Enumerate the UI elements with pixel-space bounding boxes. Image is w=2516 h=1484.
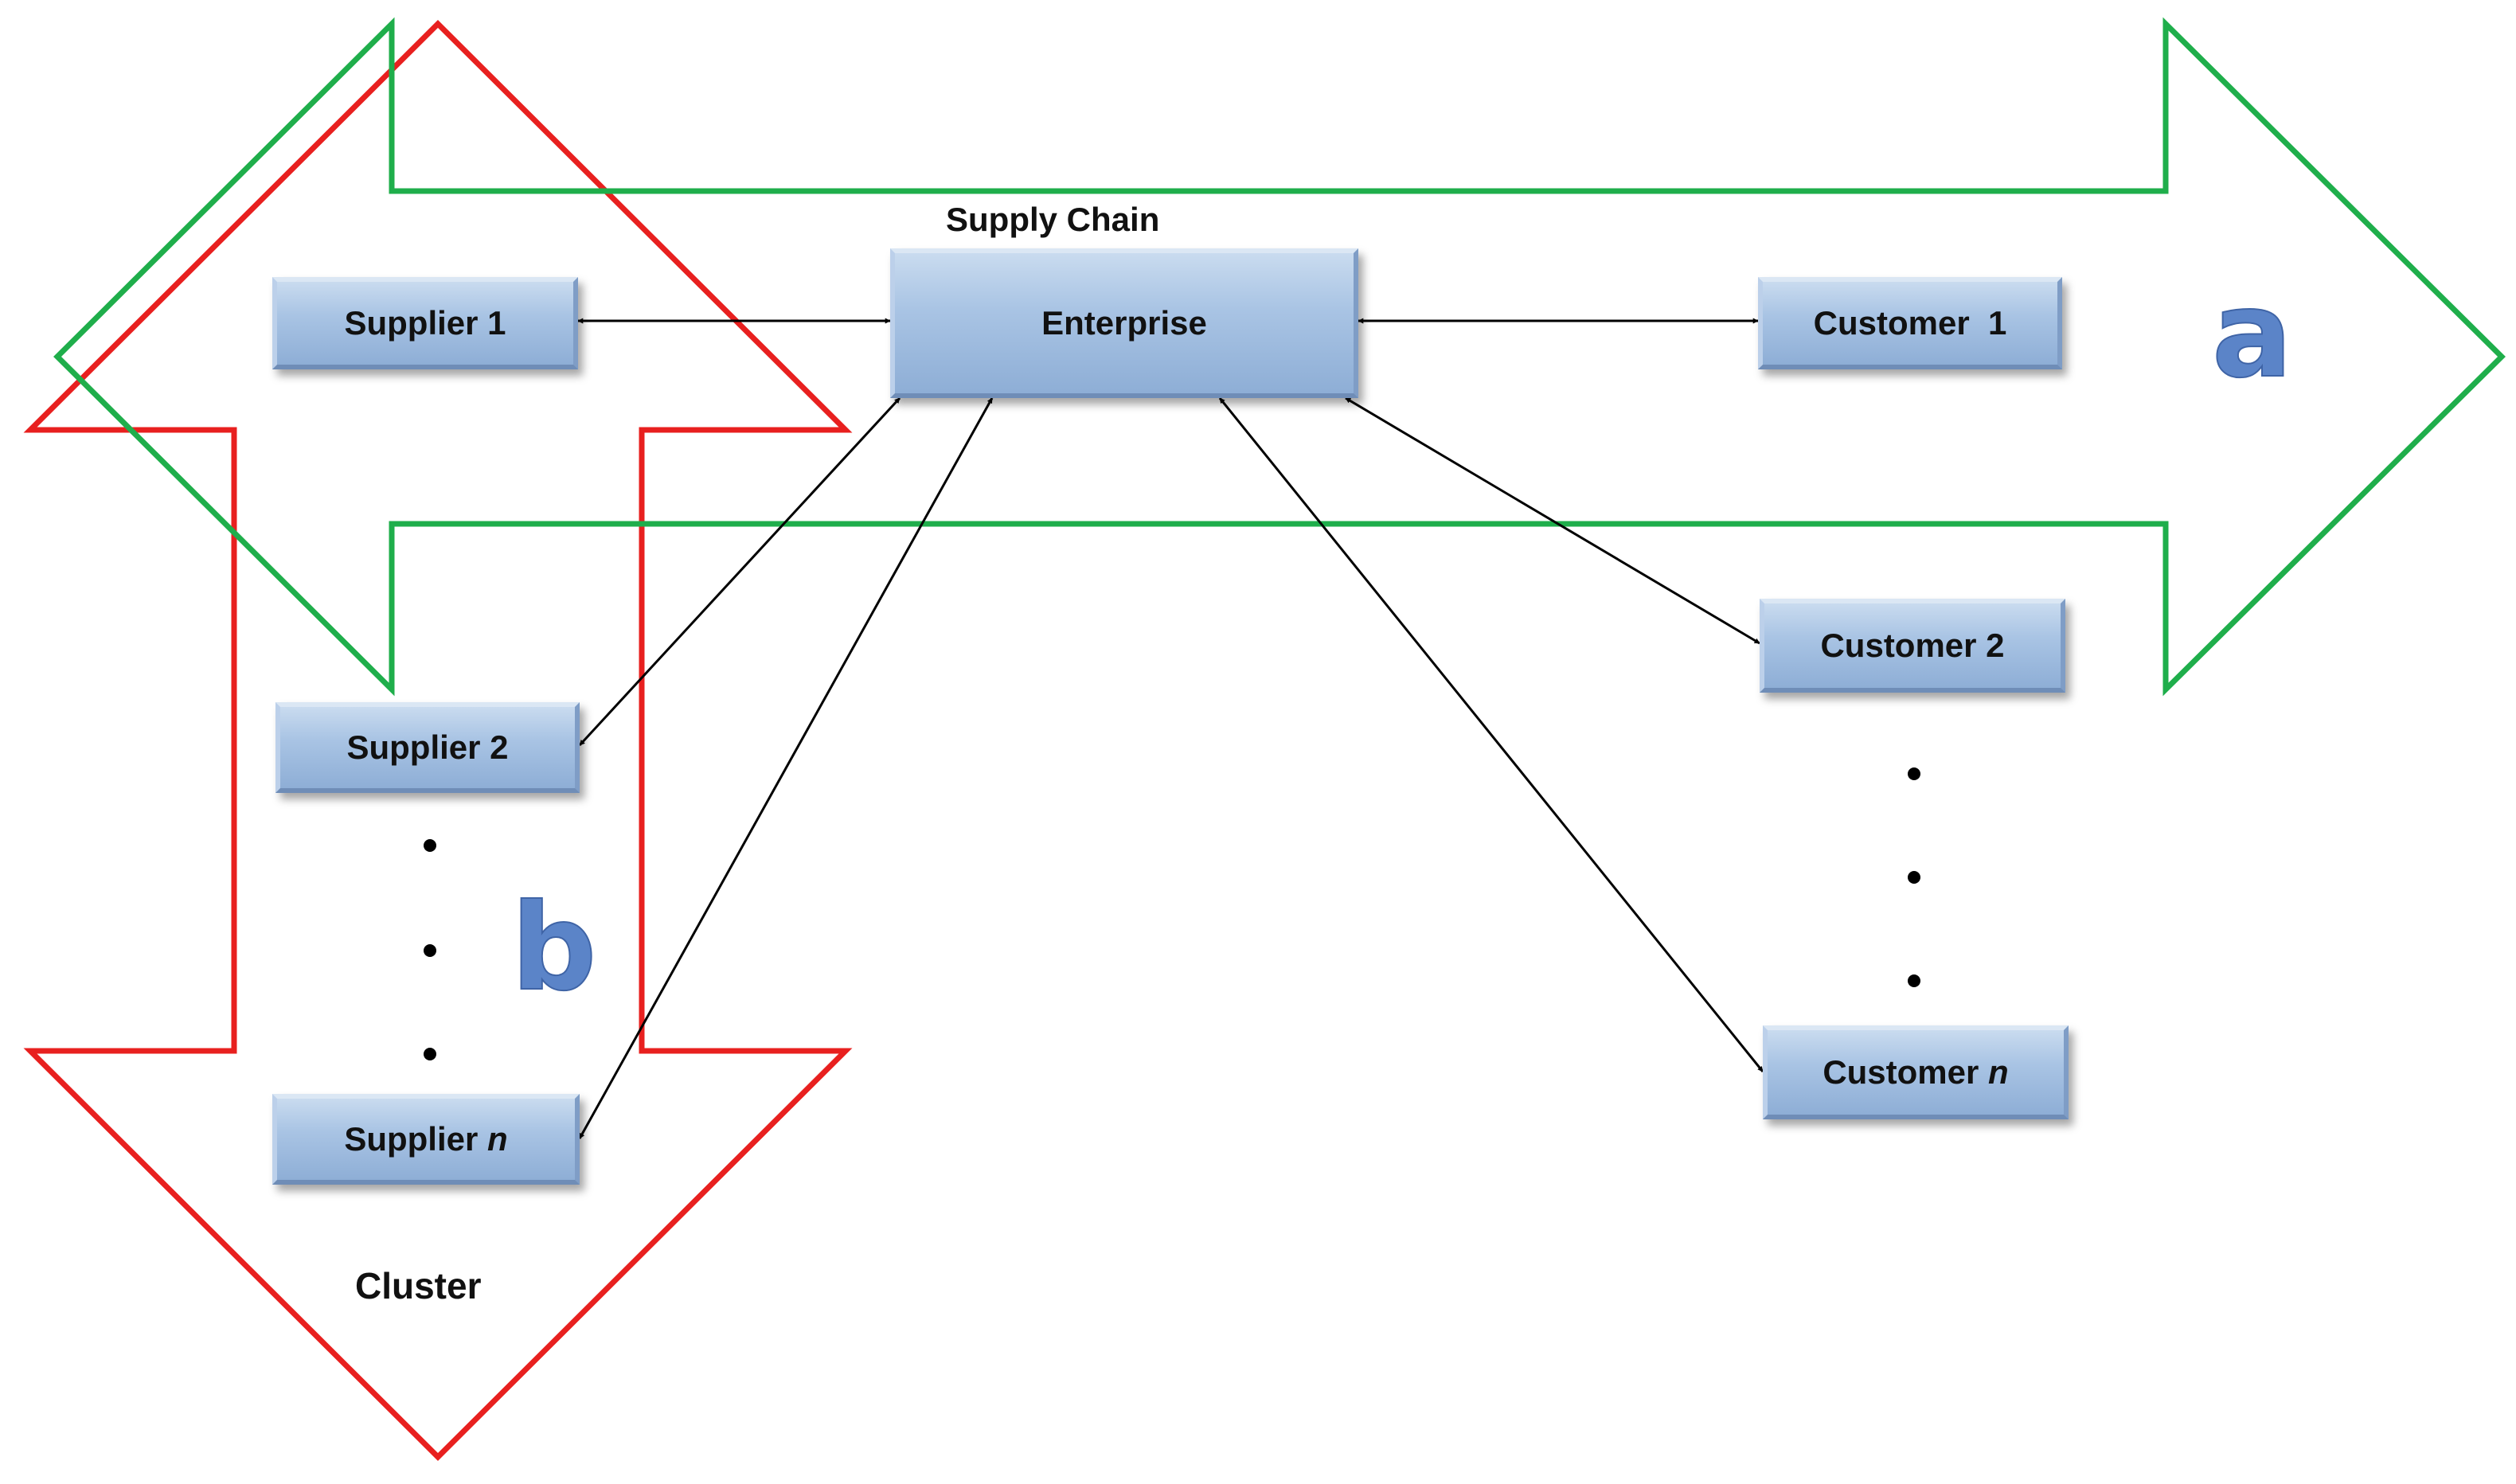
- supply-chain-double-arrow: [53, 17, 2506, 697]
- supplier-ellipsis-dot: [424, 1048, 436, 1060]
- marker-a: a: [2211, 266, 2293, 404]
- customer-ellipsis-dot: [1908, 974, 1920, 987]
- customer-2-node: Customer 2: [1760, 599, 2065, 693]
- customer-n-label: Customer n: [1823, 1053, 2009, 1091]
- customer-1-node: Customer 1: [1758, 277, 2062, 369]
- cluster-label: Cluster: [355, 1265, 482, 1306]
- connector-enterprise-customern: [1218, 397, 1764, 1072]
- customer-n-node: Customer n: [1763, 1025, 2069, 1119]
- connector-suppliern-enterprise: [578, 397, 994, 1139]
- supplier-ellipsis-dot: [424, 944, 436, 957]
- supplier-n-label: Supplier n: [344, 1120, 508, 1158]
- customer-ellipsis-dot: [1908, 767, 1920, 780]
- supplier-1-node: Supplier 1: [272, 277, 578, 369]
- enterprise-node: Enterprise: [890, 248, 1358, 398]
- connector-enterprise-customer2: [1345, 396, 1760, 645]
- supplier-2-node: Supplier 2: [275, 702, 580, 793]
- customer-1-label: Customer 1: [1813, 304, 2007, 342]
- supplier-n-node: Supplier n: [272, 1094, 580, 1185]
- supplier-2-label: Supplier 2: [346, 728, 509, 766]
- customer-2-label: Customer 2: [1820, 627, 2005, 664]
- supplier-ellipsis-dot: [424, 839, 436, 852]
- enterprise-label: Enterprise: [1041, 304, 1207, 342]
- supply-chain-label: Supply Chain: [946, 201, 1160, 238]
- customer-ellipsis-dot: [1908, 871, 1920, 884]
- connector-supplier2-enterprise: [578, 396, 901, 747]
- marker-b: b: [510, 879, 597, 1017]
- supplier-1-label: Supplier 1: [344, 304, 506, 342]
